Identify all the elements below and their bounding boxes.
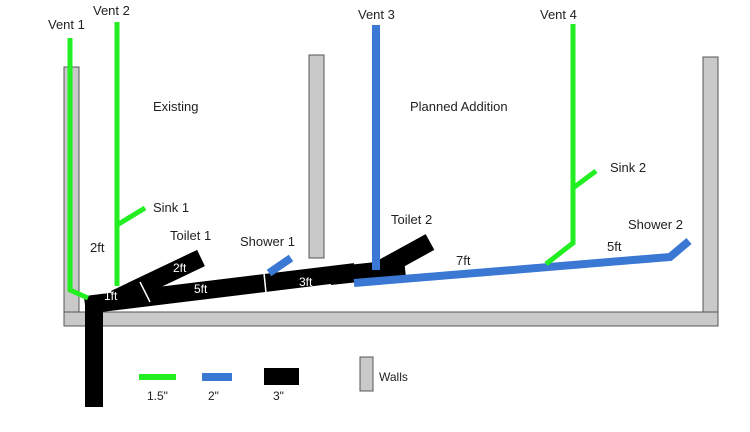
vent3-label: Vent 3 (358, 7, 395, 22)
drain-mid-length-label: 5ft (194, 282, 208, 296)
legend-swatch-15in (139, 374, 176, 380)
toilet1-arm-length-label: 2ft (173, 261, 187, 275)
sink2-arm (571, 168, 598, 191)
vent2-label: Vent 2 (93, 3, 130, 18)
blue-main-length-label: 7ft (456, 253, 471, 268)
wall-right (702, 56, 719, 315)
vent4-label: Vent 4 (540, 7, 577, 22)
sink1-label: Sink 1 (153, 200, 189, 215)
legend: 1.5" 2" 3" Walls (139, 356, 408, 403)
drain-pipes-3in (83, 234, 435, 407)
vent1-label: Vent 1 (48, 17, 85, 32)
shower1-label: Shower 1 (240, 234, 295, 249)
legend-swatch-walls (359, 356, 374, 392)
sink1-arm (115, 205, 147, 228)
blue-main-run (353, 237, 692, 287)
vents-15in (67, 22, 598, 301)
pipes-2in (266, 25, 692, 287)
legend-label-2in: 2" (208, 389, 219, 403)
toilet1-label: Toilet 1 (170, 228, 211, 243)
shower1-stub (266, 254, 294, 277)
vent2-length-label: 2ft (90, 240, 105, 255)
toilet2-label: Toilet 2 (391, 212, 432, 227)
wall-middle (308, 54, 325, 259)
legend-swatch-3in (264, 368, 299, 385)
drain-end-length-label: 3ft (299, 275, 313, 289)
vent1-pipe (67, 38, 90, 301)
shower2-label: Shower 2 (628, 217, 683, 232)
drain-start-length-label: 1ft (104, 289, 118, 303)
segment-tick-2 (263, 272, 267, 294)
drain-mid-seg (329, 259, 406, 285)
area-existing-label: Existing (153, 99, 199, 114)
legend-label-walls: Walls (379, 370, 408, 384)
floor (63, 311, 719, 327)
area-planned-label: Planned Addition (410, 99, 508, 114)
blue-end-length-label: 5ft (607, 239, 622, 254)
vent4-pipe (544, 24, 576, 266)
legend-swatch-2in (202, 373, 232, 381)
toilet1-arm (111, 249, 205, 308)
legend-label-3in: 3" (273, 389, 284, 403)
sink2-label: Sink 2 (610, 160, 646, 175)
segment-tick-1 (139, 281, 151, 303)
legend-label-15in: 1.5" (147, 389, 168, 403)
